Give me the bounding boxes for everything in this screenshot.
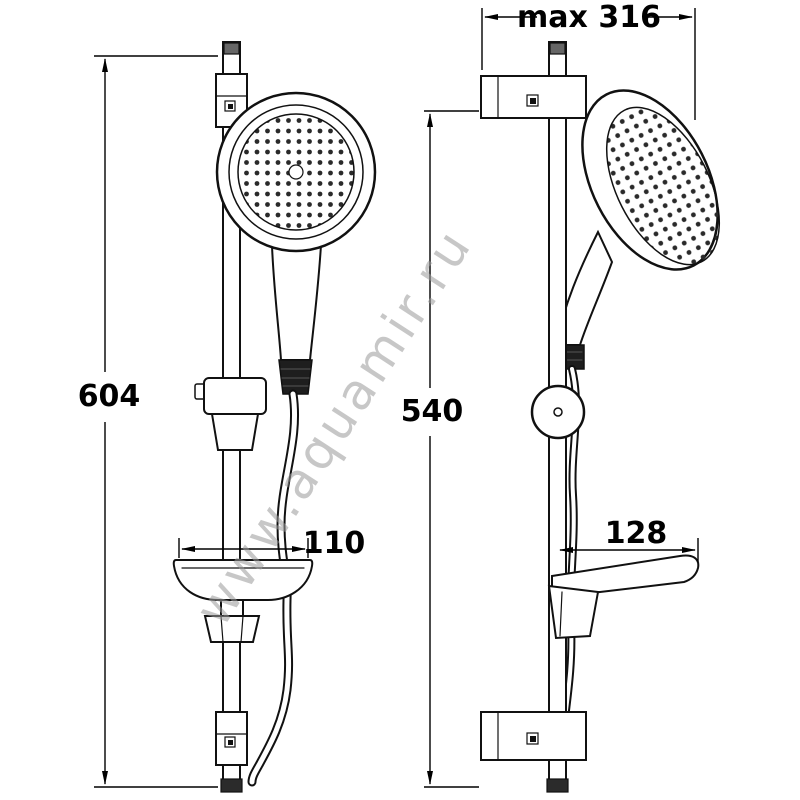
- rail-slider-front: [194, 377, 267, 451]
- hose-nut-front: [278, 359, 313, 395]
- hand-shower-handle-front: [270, 243, 323, 361]
- front-view: [172, 41, 377, 793]
- soap-dish-front: [172, 559, 314, 643]
- rail-slider-knob-side: [530, 384, 586, 440]
- dimension-dish-width-front: [178, 538, 309, 558]
- dimension-overall-height: [94, 55, 218, 788]
- dimension-label-dish-depth-side: 128: [605, 516, 668, 551]
- dimension-rail-pitch: [424, 110, 479, 788]
- soap-dish-side: [547, 554, 700, 640]
- rail-bottom-cap-front: [220, 778, 243, 793]
- hand-shower-head-side: [581, 89, 721, 271]
- shower-hose-front: [247, 389, 300, 787]
- rail-top-cap-side: [549, 42, 566, 55]
- dimension-dish-depth-side: [559, 538, 699, 562]
- rail-top-cap-front: [223, 42, 240, 55]
- top-wall-bracket-side: [480, 75, 587, 119]
- dimension-label-max-depth: max 316: [517, 0, 661, 35]
- rail-bottom-cap-side: [546, 778, 569, 793]
- dimension-label-rail-pitch: 540: [401, 394, 464, 429]
- dimension-label-dish-width-front: 110: [303, 526, 366, 561]
- top-wall-bracket-front: [215, 73, 248, 128]
- hand-shower-head-front: [215, 91, 377, 253]
- dimension-max-depth: [481, 8, 696, 120]
- side-view: [480, 41, 721, 793]
- dimension-label-overall-height: 604: [78, 379, 141, 414]
- bottom-wall-bracket-front: [215, 711, 248, 766]
- bottom-wall-bracket-side: [480, 711, 587, 761]
